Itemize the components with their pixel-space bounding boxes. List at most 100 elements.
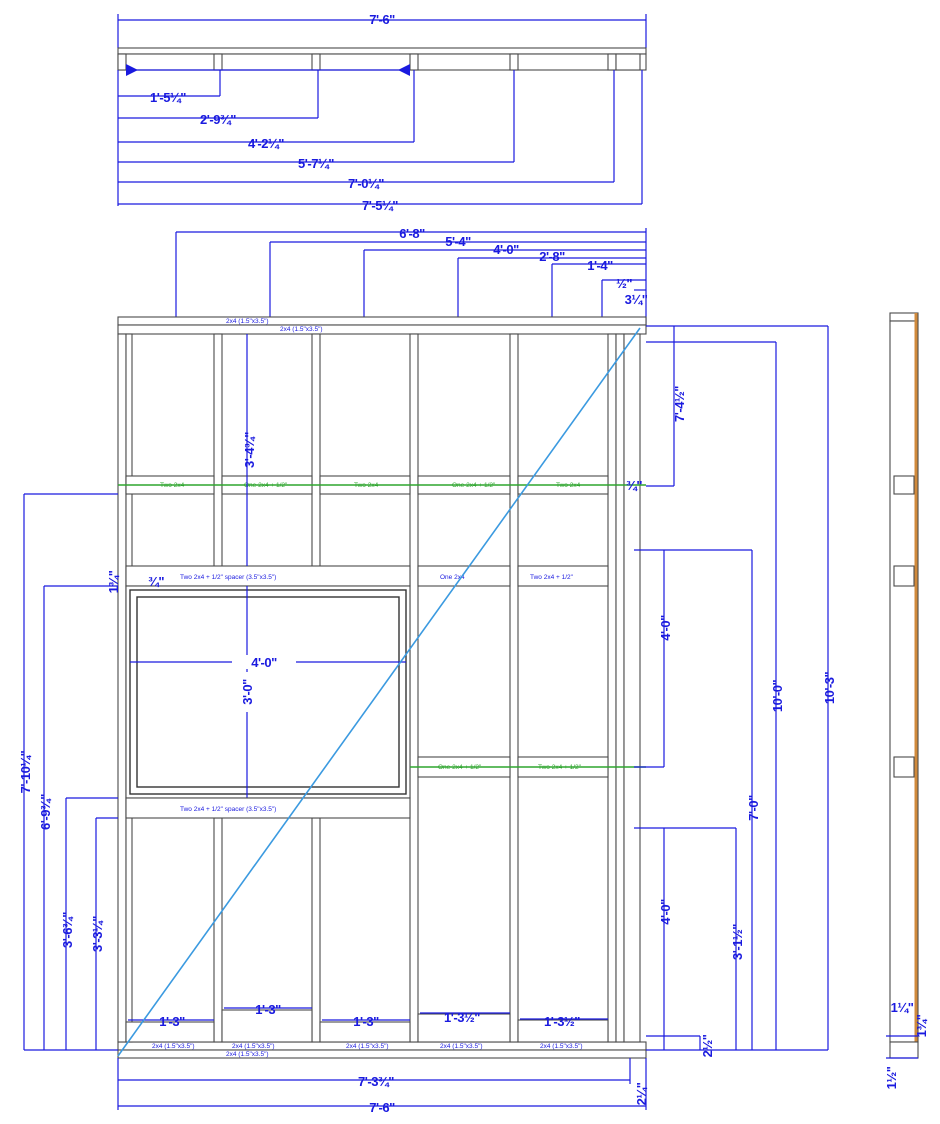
plan-stud [409, 53, 419, 71]
stud [509, 333, 519, 1043]
top-dim-5: 1'-4" [587, 258, 613, 273]
left-dim-3: 3'-6¾" [60, 912, 75, 948]
bottom-dim-1: 1'-3" [159, 1014, 185, 1029]
bottom-overall-dim-1: 7'-3¾" [358, 1074, 394, 1089]
stud [117, 333, 127, 1043]
right-dim-9: 2¼" [634, 1082, 649, 1105]
note-top-plate-1: 2x4 (1.5"x3.5") [226, 318, 269, 325]
left-dim-6: ¾" [148, 574, 164, 589]
top-dim-6: ½" [616, 276, 632, 291]
top-dim-4: 2'-8" [539, 249, 565, 264]
bottom-dim-4: 1'-3½" [444, 1010, 480, 1025]
note-bottom-4: 2x4 (1.5"x3.5") [440, 1043, 483, 1050]
end-stud [623, 333, 641, 1043]
side-dim-3: 1½" [884, 1066, 899, 1089]
note-bottom-3: 2x4 (1.5"x3.5") [346, 1043, 389, 1050]
note-sill: Two 2x4 + 1/2" spacer (3.5"x3.5") [180, 806, 276, 813]
plan-dimension-stack: 1'-5¼" 2'-9¾" 4'-2¼" 5'-7¼" 7'-0¼" 7'-5¼… [117, 70, 643, 213]
window-width-dim: 4'-0" [251, 655, 277, 670]
plan-stud [509, 53, 519, 71]
bottom-blocks: 2x4 (1.5"x3.5") 2x4 (1.5"x3.5") 2x4 (1.5… [125, 1002, 609, 1058]
side-view: 1¼" 1¾" 1½" [884, 312, 929, 1089]
left-dim-4: 3'-3¼" [90, 916, 105, 952]
elevation-bottom-dimensions: 7'-3¾" 7'-6" [117, 1058, 647, 1115]
note-bottom-6: 2x4 (1.5"x3.5") [226, 1051, 269, 1058]
plan-overall-dim: 7'-6" [369, 12, 395, 27]
top-dim-1: 6'-8" [399, 226, 425, 241]
stud [213, 333, 223, 573]
elevation-view: 6'-8" 5'-4" 4'-0" 2'-8" 1'-4" ½" 3¼" 2x4… [18, 226, 837, 1115]
note-blocking-1: Two 2x4 [160, 482, 185, 489]
right-dim-3: 10'-0" [770, 680, 785, 713]
stud [311, 333, 321, 573]
right-dim-8: 2½" [700, 1034, 715, 1057]
bottom-dim-2: 1'-3" [255, 1002, 281, 1017]
sill-row: Two 2x4 + 1/2" spacer (3.5"x3.5") [125, 797, 411, 819]
top-plate-upper [117, 316, 647, 326]
plan-dim-4: 5'-7¼" [298, 156, 334, 171]
stud [615, 333, 625, 1043]
right-dim-10: ¾" [626, 478, 642, 493]
window-height-dim: 3'-0" [240, 679, 255, 705]
note-bottom-2: 2x4 (1.5"x3.5") [232, 1043, 275, 1050]
note-header: Two 2x4 + 1/2" spacer (3.5"x3.5") [180, 574, 276, 581]
note-blocking-low-2: Two 2x4 + 1/2" [538, 764, 582, 771]
plan-stud [213, 53, 223, 71]
side-dim-2: 1¾" [914, 1014, 929, 1037]
plan-wall-body [117, 53, 647, 71]
right-dim-4: 10'-3" [822, 672, 837, 705]
plan-stud [117, 53, 127, 71]
stud-bay-dim: 3'-4¾" [242, 432, 257, 468]
left-dim-2: 6'-9¾" [38, 794, 53, 830]
note-top-plate-2: 2x4 (1.5"x3.5") [280, 326, 323, 333]
plan-dim-1: 1'-5¼" [150, 90, 186, 105]
note-blocking-low-1: One 2x4 + 1/2" [438, 764, 482, 771]
bottom-dim-3: 1'-3" [353, 1014, 379, 1029]
plan-end-stud [615, 53, 641, 71]
plan-dim-2: 2'-9¾" [200, 112, 236, 127]
plan-top-plate [117, 47, 647, 55]
header-row: Two 2x4 + 1/2" spacer (3.5"x3.5") One 2x… [125, 565, 609, 587]
elevation-right-dimensions: 7'-4½" 4'-0" 10'-0" 10'-3" 7'-0" 4'-0" 3… [626, 325, 837, 1105]
stud [607, 333, 617, 1043]
diagonal-brace-line [117, 327, 641, 1057]
blocking-row-upper: Two 2x4 One 2x4 + 1/2" Two 2x4 One 2x4 +… [118, 475, 646, 495]
note-blocking-3: Two 2x4 [354, 482, 379, 489]
plan-dim-5: 7'-0¼" [348, 176, 384, 191]
right-dim-6: 4'-0" [658, 899, 673, 925]
window: 4'-0" 3'-0" [125, 585, 411, 799]
left-dim-1: 7'-10¼" [18, 750, 33, 793]
bottom-plate-lower [117, 1049, 647, 1059]
elevation-left-dimensions: 7'-10¼" 6'-9¾" 3'-6¾" 3'-3¼" 1¾" ¾" [18, 493, 165, 1051]
note-blocking-4: One 2x4 + 1/2" [452, 482, 496, 489]
plan-view: 7'-6" 1'-5¼" 2'-9¾" 4'-2¼" 5'-7¼" [117, 12, 647, 213]
note-blocking-2: One 2x4 + 1/2" [244, 482, 288, 489]
bottom-dim-5: 1'-3½" [544, 1014, 580, 1029]
top-dim-2: 5'-4" [445, 234, 471, 249]
plan-stud [607, 53, 617, 71]
note-blocking-5: Two 2x4 [556, 482, 581, 489]
left-dim-5: 1¾" [106, 570, 121, 593]
note-bottom-1: 2x4 (1.5"x3.5") [152, 1043, 195, 1050]
top-dim-3: 4'-0" [493, 242, 519, 257]
plan-dim-3: 4'-2¼" [248, 136, 284, 151]
blocking-row-lower: One 2x4 + 1/2" Two 2x4 + 1/2" [410, 756, 646, 778]
plan-overall-dimension: 7'-6" [117, 12, 647, 48]
stud [409, 333, 419, 1043]
right-dim-7: 3'-1½" [730, 924, 745, 960]
bottom-overall-dim-2: 7'-6" [369, 1100, 395, 1115]
stud [311, 817, 321, 1043]
right-dim-1: 7'-4½" [672, 386, 687, 422]
plan-dim-6: 7'-5¼" [362, 198, 398, 213]
note-header-right: Two 2x4 + 1/2" [530, 574, 574, 581]
elevation-top-dimensions: 6'-8" 5'-4" 4'-0" 2'-8" 1'-4" ½" 3¼" [175, 226, 648, 326]
note-bottom-5: 2x4 (1.5"x3.5") [540, 1043, 583, 1050]
right-dim-5: 7'-0" [746, 795, 761, 821]
top-plate-lower [117, 324, 647, 335]
note-header-mid: One 2x4 [440, 574, 465, 581]
right-dim-2: 4'-0" [658, 615, 673, 641]
stud [213, 817, 223, 1043]
top-dim-7: 3¼" [625, 292, 648, 307]
plan-stud [311, 53, 321, 71]
